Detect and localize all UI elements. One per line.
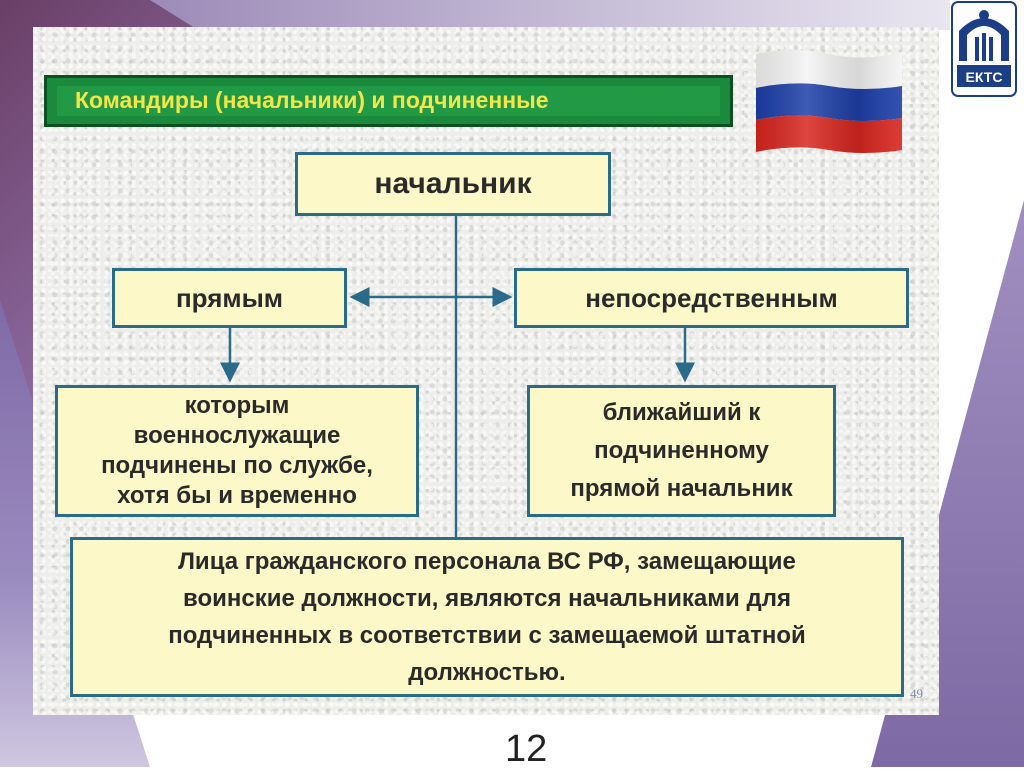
logo-text: ЕКТС	[966, 69, 1003, 85]
page-number: 12	[505, 728, 548, 770]
box-nearest-text: ближайший к подчиненному прямой начальни…	[570, 399, 793, 502]
box-head: начальник	[295, 152, 611, 216]
box-whom: которым военнослужащие подчинены по служ…	[55, 385, 419, 517]
russia-flag-icon	[756, 50, 902, 153]
source-page-number: 49	[910, 686, 923, 701]
background-band-top	[150, 0, 950, 30]
box-direct: прямым	[112, 268, 347, 328]
box-civil-text: Лица гражданского персонала ВС РФ, замещ…	[168, 548, 806, 686]
box-immediate: непосредственным	[514, 268, 909, 328]
box-head-label: начальник	[374, 167, 532, 200]
title-banner: Командиры (начальники) и подчиненные	[44, 75, 733, 127]
ekts-logo-icon: ЕКТС	[951, 1, 1017, 97]
box-nearest: ближайший к подчиненному прямой начальни…	[527, 385, 836, 517]
box-immediate-label: непосредственным	[585, 282, 838, 313]
box-civil-personnel: Лица гражданского персонала ВС РФ, замещ…	[70, 537, 904, 697]
box-direct-label: прямым	[175, 282, 284, 313]
slide-title: Командиры (начальники) и подчиненные	[57, 86, 720, 116]
box-whom-text: которым военнослужащие подчинены по служ…	[101, 392, 373, 509]
